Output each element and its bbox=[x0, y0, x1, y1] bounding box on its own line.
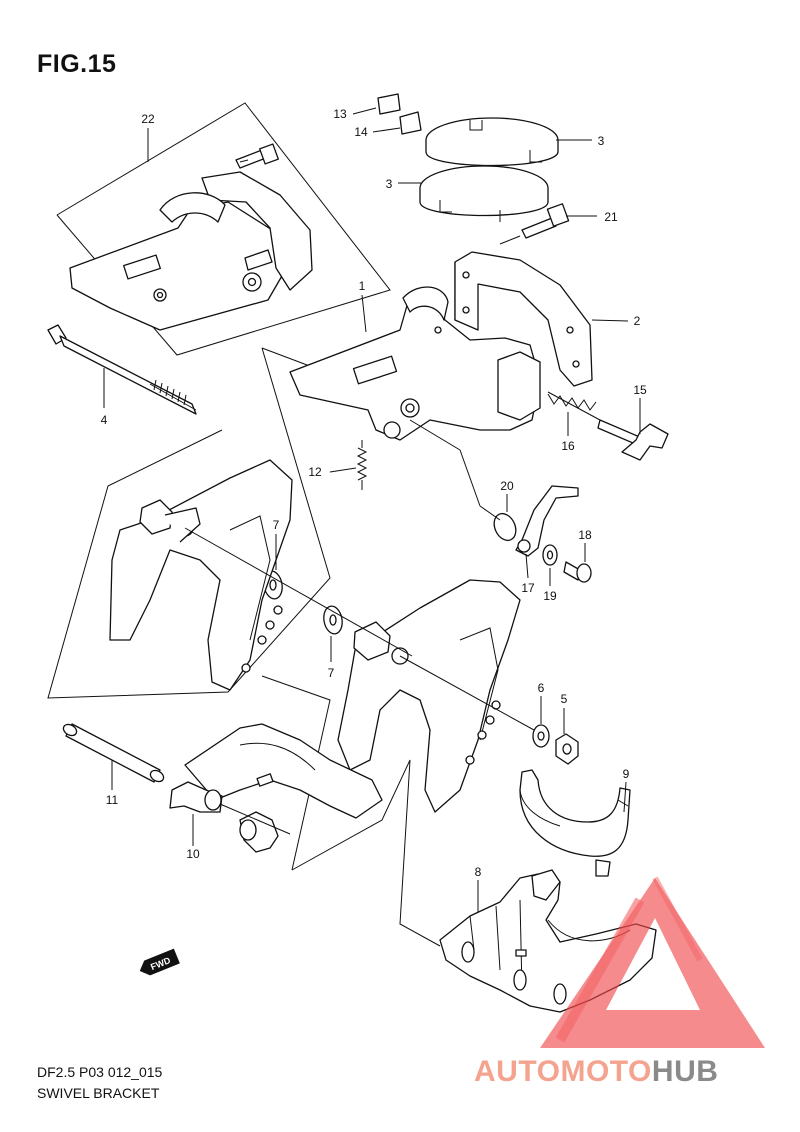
callout-17: 17 bbox=[521, 581, 535, 595]
part-19-washer bbox=[542, 544, 558, 566]
part-4-long-bolt bbox=[47, 324, 197, 415]
callout-1: 1 bbox=[359, 279, 366, 293]
callout-14: 14 bbox=[354, 125, 368, 139]
part-2-clamp-cap bbox=[454, 251, 593, 387]
part-1-clamp-bracket bbox=[289, 286, 541, 441]
watermark-part-1: AUTOMOTO bbox=[474, 1055, 652, 1088]
part-15-thumb-screw bbox=[597, 419, 669, 461]
watermark-part-2: HUB bbox=[652, 1055, 719, 1088]
callout-15: 15 bbox=[633, 383, 647, 397]
callout-2: 2 bbox=[634, 314, 641, 328]
callout-5: 5 bbox=[561, 692, 568, 706]
callout-4: 4 bbox=[101, 413, 108, 427]
part-7-washer-right bbox=[323, 605, 343, 635]
part-21-bolt bbox=[499, 203, 570, 245]
part-11-tube bbox=[62, 723, 165, 783]
callout-10: 10 bbox=[186, 847, 200, 861]
part-14-liner bbox=[399, 111, 422, 135]
callout-9: 9 bbox=[623, 767, 630, 781]
part-17-tilt-lever bbox=[515, 485, 579, 557]
part-12-spring bbox=[356, 440, 368, 490]
stern-bracket-left bbox=[109, 459, 293, 691]
callout-8: 8 bbox=[475, 865, 482, 879]
leader-lines bbox=[103, 107, 641, 912]
assembly-outline bbox=[47, 347, 441, 947]
watermark-logo bbox=[540, 876, 765, 1048]
callout-16: 16 bbox=[561, 439, 575, 453]
part-10-stay-arm bbox=[169, 781, 291, 853]
figure-name: SWIVEL BRACKET bbox=[37, 1085, 160, 1101]
callout-3-lower: 3 bbox=[386, 177, 393, 191]
part-3-bushing-upper bbox=[425, 117, 559, 167]
watermark-wordmark: AUTOMOTOHUB bbox=[474, 1055, 718, 1088]
callout-11: 11 bbox=[106, 793, 119, 807]
callout-20: 20 bbox=[500, 479, 514, 493]
callout-18: 18 bbox=[578, 528, 592, 542]
part-5-nut bbox=[555, 733, 579, 765]
callout-numbers: 1 2 3 3 4 5 6 7 7 8 9 10 11 12 13 14 15 … bbox=[101, 107, 647, 879]
watermark-triangle-icon bbox=[540, 878, 765, 1048]
figure-code: DF2.5 P03 012_015 bbox=[37, 1064, 163, 1080]
callout-21: 21 bbox=[604, 210, 618, 224]
part-3-bushing-lower bbox=[419, 165, 549, 222]
callout-7-right: 7 bbox=[328, 666, 335, 680]
stern-bracket-right bbox=[337, 579, 521, 813]
forward-direction-badge: FWD bbox=[139, 948, 180, 976]
callout-3-upper: 3 bbox=[598, 134, 605, 148]
figure-title: FIG.15 bbox=[37, 50, 117, 78]
part-20-ring bbox=[493, 512, 517, 542]
part-16-spring bbox=[547, 391, 601, 421]
callout-12: 12 bbox=[308, 465, 322, 479]
callout-7-left: 7 bbox=[273, 518, 280, 532]
part-6-washer bbox=[532, 724, 550, 748]
callout-13: 13 bbox=[333, 107, 347, 121]
callout-6: 6 bbox=[538, 681, 545, 695]
part-13-liner bbox=[377, 93, 401, 115]
lower-stay-bracket bbox=[184, 723, 383, 819]
callout-22: 22 bbox=[141, 112, 155, 126]
part-9-clamp-half bbox=[519, 769, 631, 877]
callout-19: 19 bbox=[543, 589, 557, 603]
part-22-clamp-bracket-assy bbox=[69, 143, 313, 331]
part-18-bolt bbox=[563, 561, 592, 583]
